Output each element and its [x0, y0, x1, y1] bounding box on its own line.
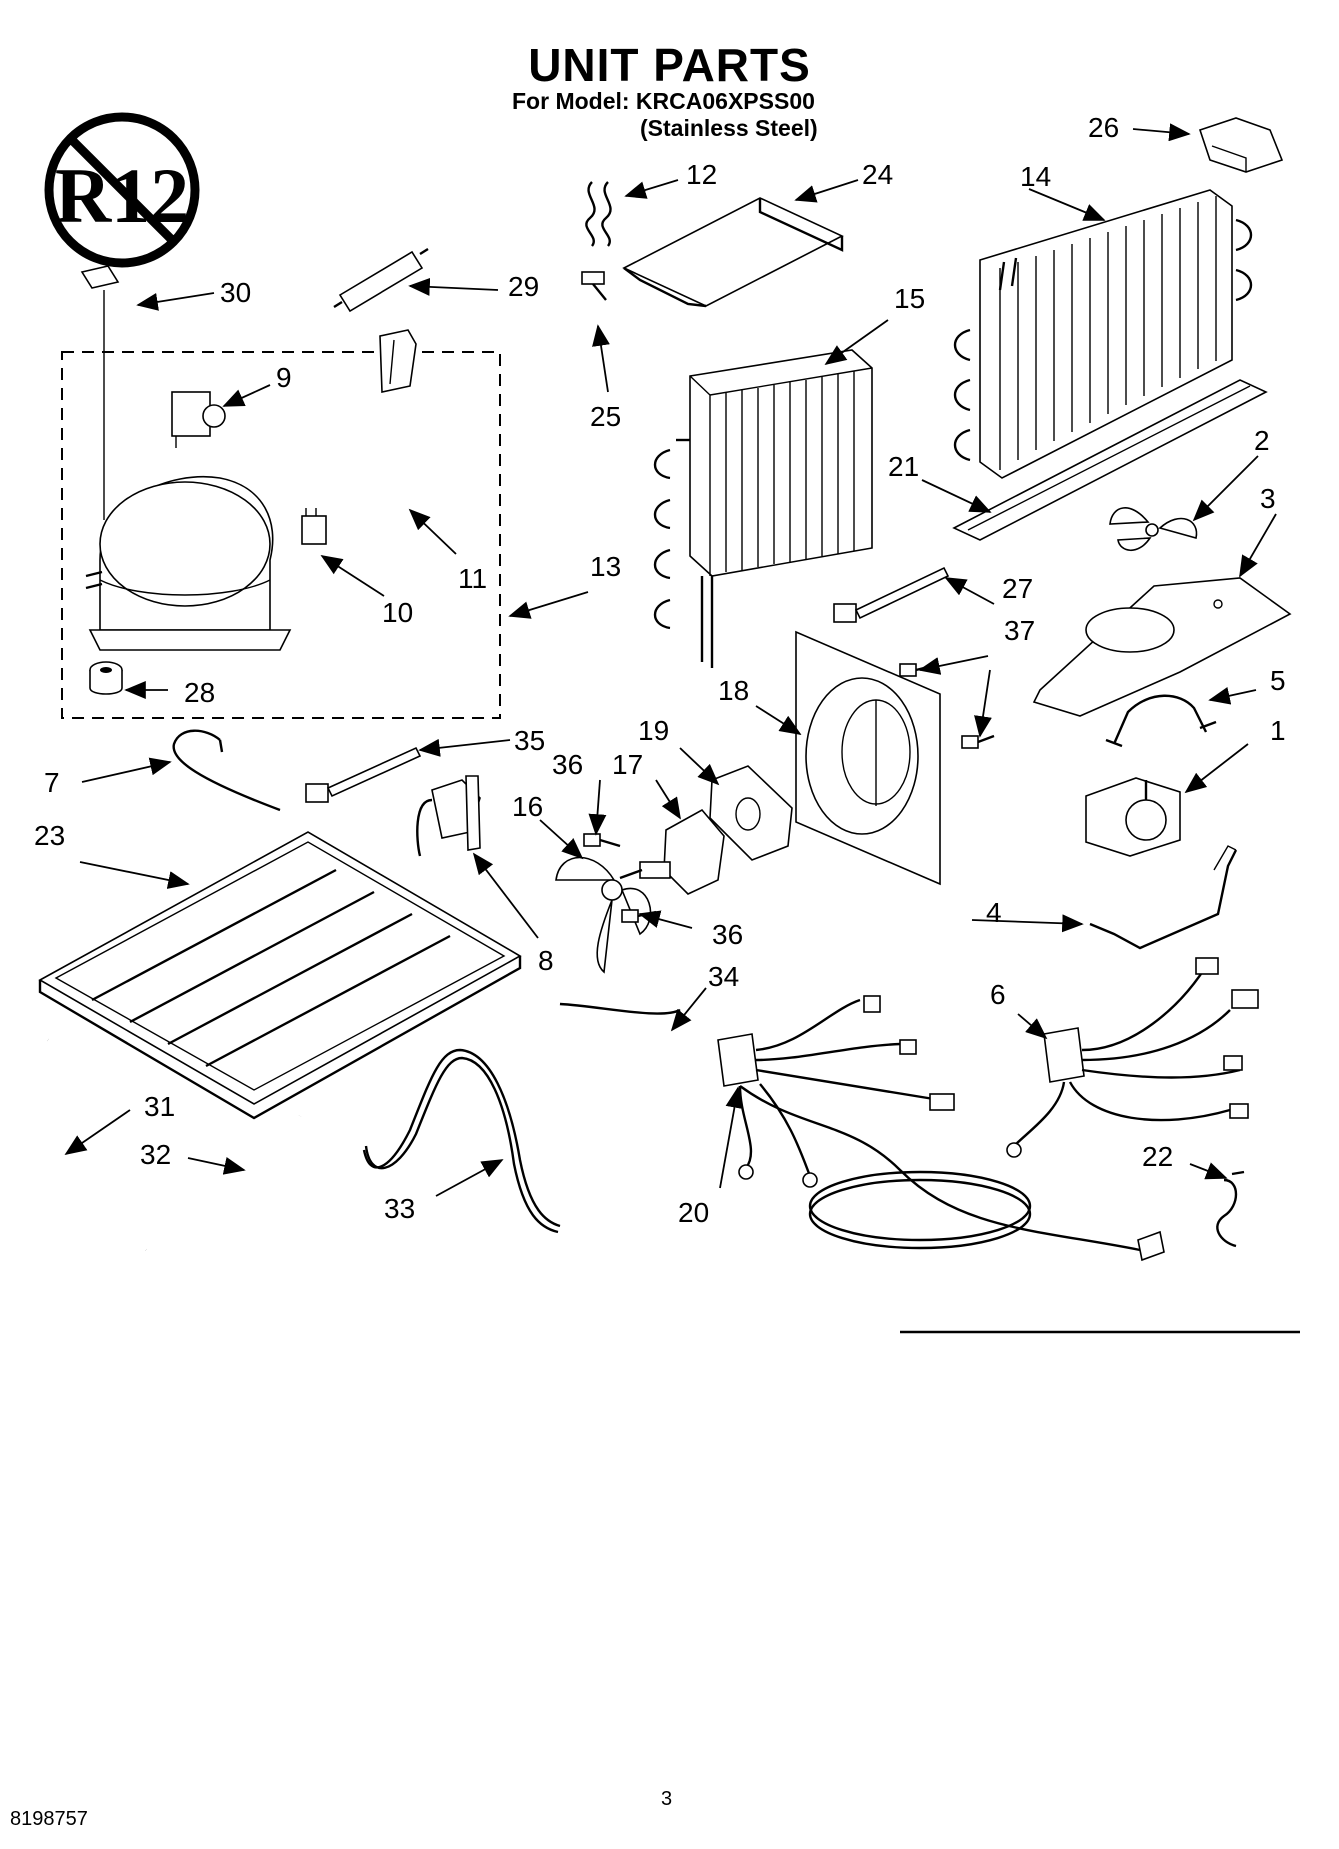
part-19-gasket: [709, 765, 793, 861]
callout-4: 4: [986, 897, 1002, 928]
callout-35: 35: [514, 725, 545, 756]
part-17-fan-motor: [619, 808, 725, 895]
part-8-thermostat: [416, 775, 481, 857]
callout-32: 32: [140, 1139, 171, 1170]
callout-7: 7: [44, 767, 60, 798]
model-line: For Model: KRCA06XPSS00: [512, 88, 815, 114]
callout-24: 24: [862, 159, 893, 190]
callout-36-top: 36: [552, 749, 583, 780]
callout-5: 5: [1270, 665, 1286, 696]
callout-labels: 1 2 3 4 5 6 7 8 9 10 11 12 13 14 15 16 1…: [34, 112, 1286, 1228]
document-number: 8198757: [10, 1808, 88, 1830]
part-7-tube: [172, 729, 281, 812]
part-25-screw: [581, 271, 607, 301]
page-title: UNIT PARTS: [528, 39, 811, 91]
part-31-drain-tube: [47, 1037, 148, 1253]
part-15-condenser: [653, 349, 873, 668]
callout-6: 6: [990, 979, 1006, 1010]
part-33-tube: [362, 1048, 561, 1234]
callout-25: 25: [590, 401, 621, 432]
callout-29: 29: [508, 271, 539, 302]
part-23-drain-pan: [38, 831, 522, 1120]
callout-8: 8: [538, 945, 554, 976]
callout-18: 18: [718, 675, 749, 706]
callout-23: 23: [34, 820, 65, 851]
callout-15: 15: [894, 283, 925, 314]
no-r12-refrigerant-icon: R12: [44, 112, 200, 268]
leader-arrows: [64, 123, 1277, 1197]
callout-37: 37: [1004, 615, 1035, 646]
callout-20: 20: [678, 1197, 709, 1228]
part-27-cable-tie: [833, 566, 950, 623]
part-37-screws: [899, 663, 995, 749]
part-20-wire-harness: [717, 995, 1165, 1262]
part-1-motor: [1085, 777, 1181, 857]
part-12-clip: [585, 181, 612, 247]
part-2-fan-blade: [1109, 507, 1198, 552]
part-32-hose: [236, 1115, 303, 1239]
callout-1: 1: [1270, 715, 1286, 746]
part-24-bracket: [622, 197, 844, 308]
callout-14: 14: [1020, 161, 1051, 192]
part-4-bracket: [1089, 845, 1238, 950]
compressor-group-outline: [61, 351, 501, 719]
part-30-label-tag: [80, 265, 120, 520]
callout-22: 22: [1142, 1141, 1173, 1172]
part-35-cable-tie: [305, 746, 422, 803]
callout-27: 27: [1002, 573, 1033, 604]
part-14-evaporator: [953, 189, 1253, 479]
callout-21: 21: [888, 451, 919, 482]
part-26-cap: [1198, 117, 1284, 173]
callout-33: 33: [384, 1193, 415, 1224]
callout-17: 17: [612, 749, 643, 780]
material-line: (Stainless Steel): [640, 115, 818, 141]
callout-9: 9: [276, 362, 292, 393]
callout-10: 10: [382, 597, 413, 628]
callout-26: 26: [1088, 112, 1119, 143]
part-28-grommet: [89, 661, 123, 695]
part-6-wire-harness: [1006, 957, 1259, 1158]
callout-19: 19: [638, 715, 669, 746]
callout-30: 30: [220, 277, 251, 308]
part-18-fan-shroud: [795, 630, 941, 886]
callout-34: 34: [708, 961, 739, 992]
callout-13: 13: [590, 551, 621, 582]
part-13-compressor: [85, 476, 292, 651]
part-29-drier: [333, 247, 429, 313]
part-3-shroud-plate: [1032, 577, 1292, 717]
callout-16: 16: [512, 791, 543, 822]
callout-11: 11: [458, 563, 487, 594]
callout-36-bottom: 36: [712, 919, 743, 950]
part-9-relay: [171, 391, 226, 448]
part-10-overload: [301, 508, 327, 545]
callout-31: 31: [144, 1091, 175, 1122]
part-5-motor-bracket: [1105, 694, 1217, 748]
callout-3: 3: [1260, 483, 1276, 514]
callout-12: 12: [686, 159, 717, 190]
part-34-gasket-loop: [531, 1001, 695, 1100]
part-22-wire: [1216, 1170, 1245, 1248]
page-number: 3: [661, 1788, 673, 1810]
part-21-drain-trough: [952, 379, 1268, 541]
callout-2: 2: [1254, 425, 1270, 456]
callout-28: 28: [184, 677, 215, 708]
part-11-overload-cover: [379, 329, 417, 393]
